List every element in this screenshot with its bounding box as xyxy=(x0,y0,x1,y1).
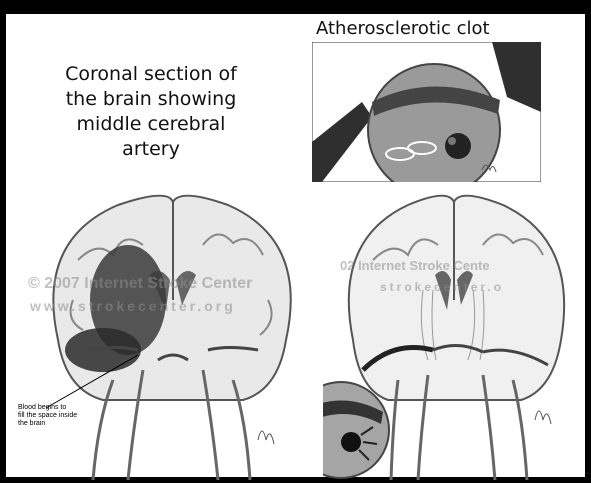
caption-line-1: Coronal section of xyxy=(36,62,266,87)
brain-coronal-hemorrhage xyxy=(18,180,320,480)
brain-coronal-clot xyxy=(323,180,585,480)
watermark-left-line1: © 2007 Internet Stroke Center xyxy=(28,275,252,293)
caption-line-4: artery xyxy=(36,137,266,162)
clot-inset-illustration xyxy=(312,42,541,182)
watermark-right-line1: 02 Internet Stroke Cente xyxy=(340,258,490,273)
caption-line-3: middle cerebral xyxy=(36,112,266,137)
watermark-right-line2: strokecenter.o xyxy=(380,280,504,294)
watermark-left-line2: www.strokecenter.org xyxy=(30,298,236,314)
coronal-section-caption: Coronal section of the brain showing mid… xyxy=(36,62,266,162)
right-black-border xyxy=(585,0,591,483)
blood-label-line-3: the brain xyxy=(18,420,88,428)
clot-title: Atherosclerotic clot xyxy=(316,18,576,39)
blood-annotation-label: Blood begins to fill the space inside th… xyxy=(18,404,88,428)
blood-label-line-1: Blood begins to xyxy=(18,404,88,412)
blood-label-line-2: fill the space inside xyxy=(18,412,88,420)
caption-line-2: the brain showing xyxy=(36,87,266,112)
